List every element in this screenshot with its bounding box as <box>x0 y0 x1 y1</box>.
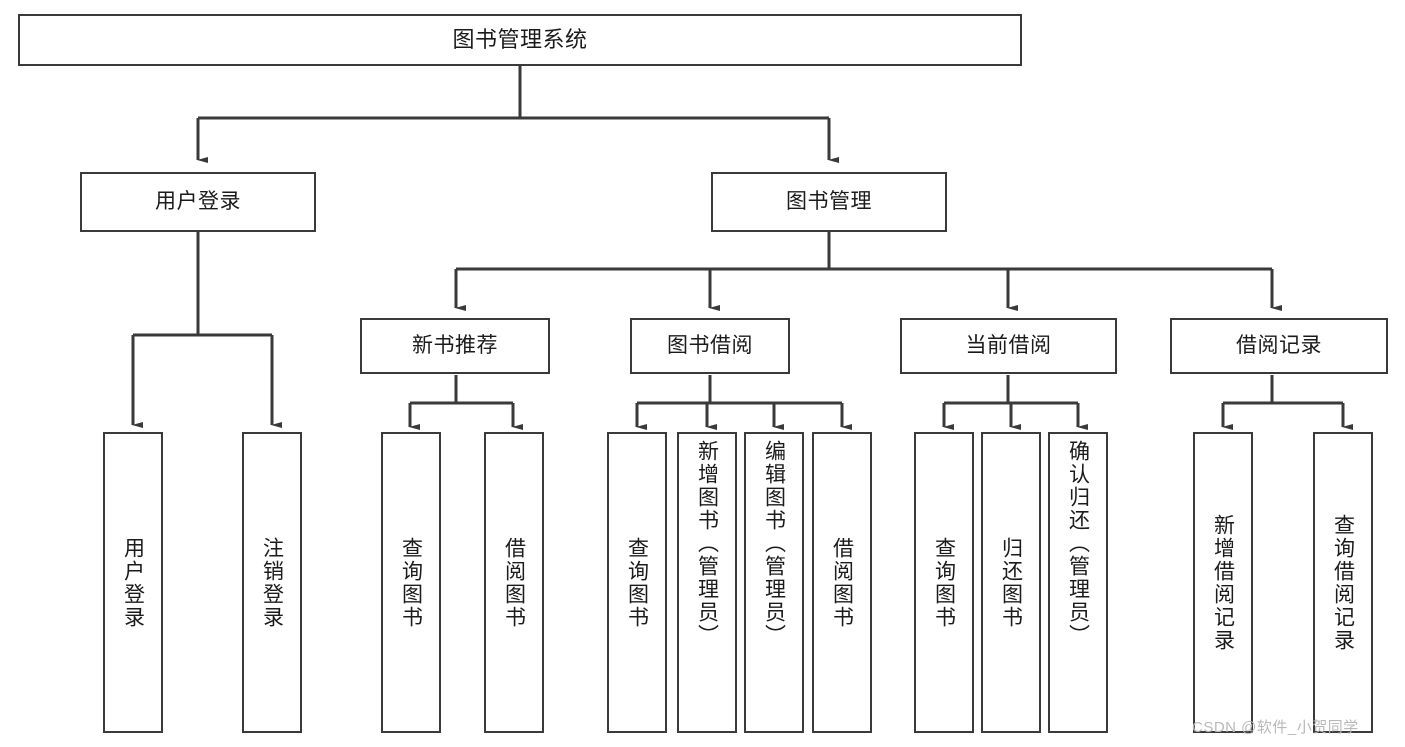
node-book-management[interactable]: 图书管理 <box>711 172 947 232</box>
leaf-add-borrow-record[interactable]: 新增借阅记录 <box>1193 432 1253 733</box>
node-root-system[interactable]: 图书管理系统 <box>18 14 1022 66</box>
node-label: 查询借阅记录 <box>1331 513 1355 652</box>
node-label: 查询图书 <box>625 536 649 629</box>
node-label: 归还图书 <box>999 536 1023 629</box>
leaf-borrow-books[interactable]: 借阅图书 <box>812 432 872 733</box>
node-label: 新书推荐 <box>412 334 498 358</box>
node-new-book-recommend[interactable]: 新书推荐 <box>360 318 550 374</box>
node-label: 图书借阅 <box>667 334 753 358</box>
node-label: 用户登录 <box>121 536 145 629</box>
leaf-query-borrow-record[interactable]: 查询借阅记录 <box>1313 432 1373 733</box>
node-book-borrow[interactable]: 图书借阅 <box>630 318 790 374</box>
node-label: 借阅图书 <box>830 536 854 629</box>
leaf-logout[interactable]: 注销登录 <box>242 432 302 733</box>
node-current-borrow[interactable]: 当前借阅 <box>900 318 1117 374</box>
node-label: 编辑图书（管理员） <box>762 440 786 647</box>
node-label: 注销登录 <box>260 536 284 629</box>
leaf-query-books-borrow[interactable]: 查询图书 <box>607 432 667 733</box>
node-label: 新增借阅记录 <box>1211 513 1235 652</box>
leaf-user-login[interactable]: 用户登录 <box>103 432 163 733</box>
leaf-borrow-books-recommend[interactable]: 借阅图书 <box>484 432 544 733</box>
node-label: 借阅记录 <box>1236 334 1322 358</box>
leaf-add-book-admin[interactable]: 新增图书（管理员） <box>677 432 737 733</box>
node-user-login[interactable]: 用户登录 <box>80 172 316 232</box>
leaf-edit-book-admin[interactable]: 编辑图书（管理员） <box>744 432 804 733</box>
node-label: 当前借阅 <box>965 334 1052 358</box>
leaf-return-books[interactable]: 归还图书 <box>981 432 1041 733</box>
node-label: 借阅图书 <box>502 536 526 629</box>
node-label: 查询图书 <box>932 536 956 629</box>
watermark-text: CSDN @软件_小贺同学 <box>1192 719 1359 736</box>
leaf-confirm-return-admin[interactable]: 确认归还（管理员） <box>1048 432 1108 733</box>
node-label: 确认归还（管理员） <box>1066 440 1090 647</box>
node-label: 图书管理 <box>786 190 872 214</box>
leaf-query-books-current[interactable]: 查询图书 <box>914 432 974 733</box>
node-borrow-records[interactable]: 借阅记录 <box>1170 318 1388 374</box>
node-label: 查询图书 <box>399 536 423 629</box>
node-label: 新增图书（管理员） <box>695 440 719 647</box>
leaf-query-books-recommend[interactable]: 查询图书 <box>381 432 441 733</box>
node-label: 图书管理系统 <box>452 26 588 52</box>
node-label: 用户登录 <box>155 190 241 214</box>
